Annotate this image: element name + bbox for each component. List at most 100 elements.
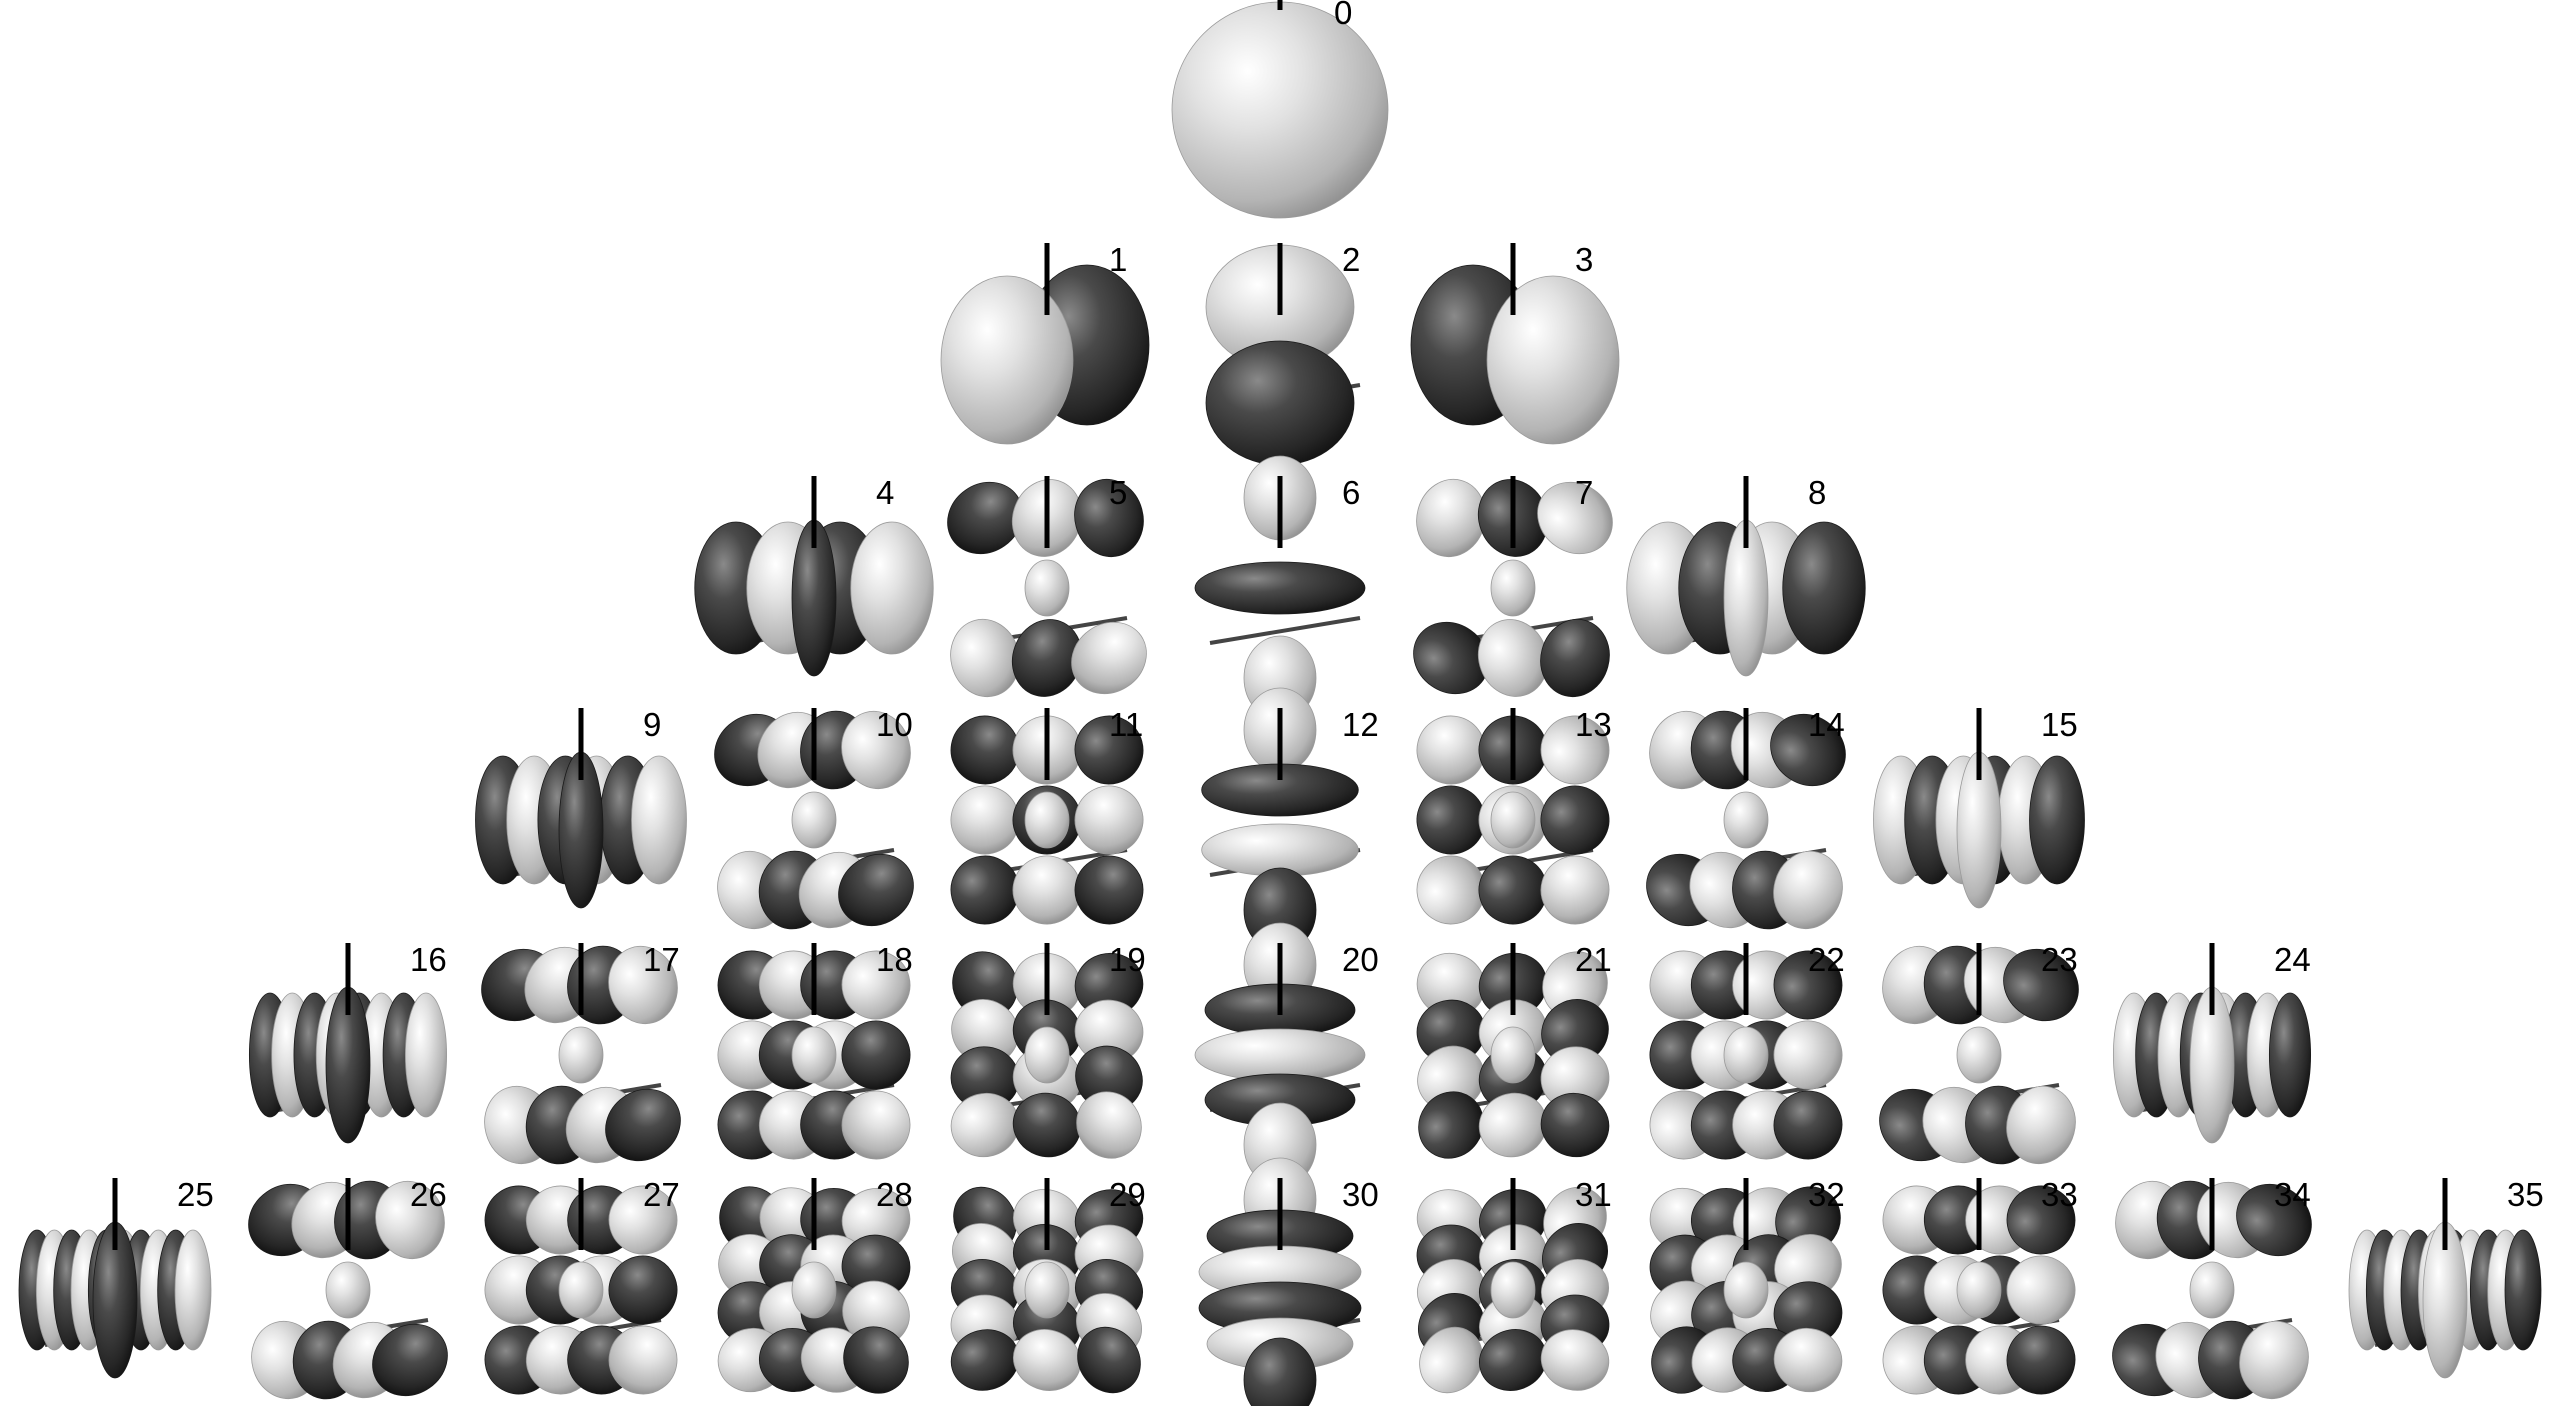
negative-lobe [2504,1229,2542,1351]
harmonic-shape-9 [475,708,687,909]
harmonic-shape-23 [1879,943,2079,1165]
harmonic-21: 21 [1397,939,1629,1171]
harmonic-11: 11 [931,704,1163,936]
positive-lobe [2006,1255,2076,1325]
harmonic-shape-33 [1882,1178,2076,1395]
negative-lobe [1074,715,1144,785]
negative-lobe [1770,713,1846,787]
harmonic-index-label: 30 [1342,1176,1379,1213]
positive-lobe [1490,559,1536,617]
harmonic-shape-13 [1416,708,1610,925]
harmonic-index-label: 17 [643,941,680,978]
harmonic-shape-31 [1416,1178,1610,1394]
harmonic-index-label: 2 [1342,241,1361,278]
harmonic-29: 29 [931,1174,1163,1406]
harmonic-index-label: 23 [2041,941,2078,978]
positive-lobe [375,1180,445,1260]
positive-lobe [1773,1327,1843,1393]
harmonic-index-label: 15 [2041,706,2078,743]
positive-lobe [791,1261,837,1319]
harmonic-27: 27 [465,1174,697,1406]
harmonic-index-label: 3 [1575,241,1594,278]
harmonic-index-label: 26 [410,1176,447,1213]
positive-lobe [325,1261,371,1319]
horizontal-axis [1209,616,1361,645]
positive-lobe [608,1185,678,1255]
negative-lobe [1540,785,1610,855]
harmonic-18: 18 [698,939,930,1171]
harmonic-index-label: 25 [177,1176,214,1213]
harmonic-shape-34 [2112,1178,2312,1400]
harmonic-index-label: 4 [876,474,895,511]
negative-lobe [1540,1092,1610,1158]
harmonic-index-label: 6 [1342,474,1361,511]
harmonic-0: 0 [1164,0,1396,226]
harmonic-index-label: 11 [1109,706,1144,743]
harmonic-index-label: 34 [2274,1176,2311,1213]
positive-lobe [841,1090,911,1160]
negative-lobe [1205,340,1355,466]
harmonic-7: 7 [1397,472,1629,704]
negative-lobe [1413,621,1489,695]
positive-lobe [1074,785,1144,855]
harmonic-index-label: 24 [2274,941,2311,978]
harmonic-shape-27 [484,1178,678,1395]
positive-lobe [940,275,1074,445]
harmonic-22: 22 [1630,939,1862,1171]
positive-lobe [1071,621,1147,695]
harmonic-shape-1 [940,243,1150,445]
positive-lobe [1723,1261,1769,1319]
harmonic-index-label: 27 [643,1176,680,1213]
harmonic-28: 28 [698,1174,930,1406]
negative-lobe [2236,1183,2312,1257]
harmonic-index-label: 14 [1808,706,1845,743]
harmonic-17: 17 [465,939,697,1171]
harmonic-33: 33 [1863,1174,2095,1406]
positive-lobe [850,521,934,655]
harmonic-10: 10 [698,704,930,936]
harmonic-shape-29 [950,1178,1144,1394]
negative-lobe [1243,1337,1317,1406]
negative-lobe [1418,1091,1484,1159]
harmonic-34: 34 [2096,1174,2328,1406]
harmonic-8: 8 [1626,472,1866,704]
harmonic-shape-24 [2112,943,2312,1144]
harmonic-26: 26 [232,1174,464,1406]
harmonic-4: 4 [694,472,934,704]
negative-lobe [2268,992,2312,1118]
harmonic-shape-7 [1413,476,1613,698]
harmonic-6: 6 [1164,455,1396,721]
harmonic-shape-17 [481,943,681,1165]
harmonic-shape-2 [1205,243,1361,466]
harmonic-shape-25 [18,1178,212,1379]
negative-lobe [1012,1092,1082,1158]
harmonic-shape-5 [947,476,1147,698]
harmonic-index-label: 5 [1109,474,1128,511]
harmonic-5: 5 [931,472,1163,704]
harmonic-shape-26 [248,1178,448,1400]
harmonic-index-label: 28 [876,1176,913,1213]
harmonic-32: 32 [1630,1174,1862,1406]
positive-lobe [1416,855,1486,925]
positive-lobe [791,1026,837,1084]
positive-lobe [1419,1326,1483,1394]
harmonic-index-label: 12 [1342,706,1379,743]
positive-lobe [1024,791,1070,849]
harmonic-shape-15 [1873,708,2085,909]
harmonic-shape-0 [1171,0,1389,219]
positive-lobe [1024,1261,1070,1319]
harmonic-14: 14 [1630,704,1862,936]
harmonic-shape-32 [1649,1178,1843,1394]
harmonic-index-label: 1 [1109,241,1128,278]
negative-lobe [947,481,1023,555]
negative-lobe [1782,521,1866,655]
positive-lobe [608,945,678,1025]
harmonic-25: 25 [0,1174,231,1406]
positive-lobe [174,1229,212,1351]
positive-lobe [841,950,911,1020]
harmonic-30: 30 [1164,1157,1396,1406]
negative-lobe [1773,1090,1843,1160]
harmonic-shape-14 [1646,708,1846,930]
harmonic-2: 2 [1164,239,1396,471]
